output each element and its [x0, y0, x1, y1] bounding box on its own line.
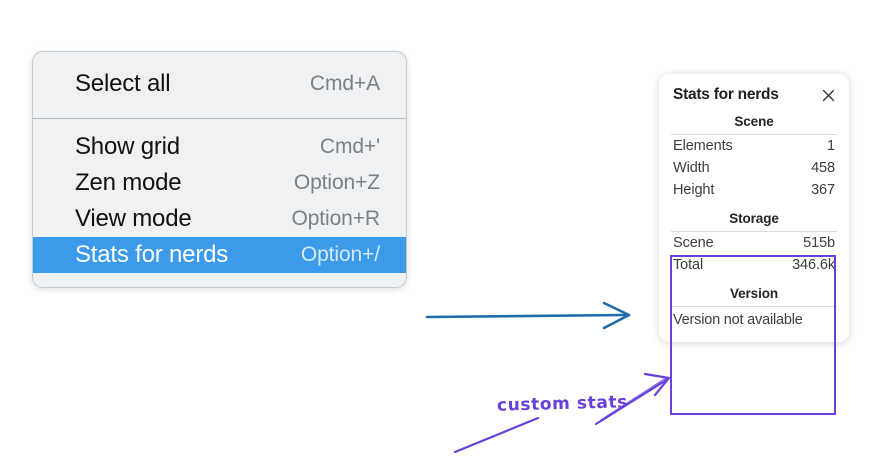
stats-for-nerds-panel: Stats for nerds Scene Elements 1 Width 4…: [659, 74, 849, 342]
divider: [671, 134, 837, 135]
menu-item-label: Zen mode: [75, 169, 182, 196]
menu-item-select-all[interactable]: Select all Cmd+A: [33, 66, 406, 102]
panel-header: Stats for nerds: [659, 84, 849, 104]
menu-item-shortcut: Option+Z: [293, 171, 380, 194]
stat-value: 367: [811, 182, 835, 198]
divider: [671, 231, 837, 232]
menu-item-view-mode[interactable]: View mode Option+R: [33, 201, 406, 237]
stat-value: 346.6k: [792, 257, 835, 273]
stat-value: 1: [827, 138, 835, 154]
stat-row: Scene 515b: [659, 232, 849, 254]
stat-row: Width 458: [659, 157, 849, 179]
blue-arrow: [425, 301, 631, 330]
stat-row: Height 367: [659, 179, 849, 201]
stat-key: Elements: [673, 138, 733, 154]
stat-key: Height: [673, 182, 715, 198]
menu-item-stats-for-nerds[interactable]: Stats for nerds Option+/: [33, 237, 406, 273]
stat-key: Width: [673, 160, 710, 176]
context-menu[interactable]: Select all Cmd+A Show grid Cmd+' Zen mod…: [32, 51, 407, 288]
section-heading: Scene: [734, 114, 774, 129]
version-value: Version not available: [673, 312, 803, 328]
purple-underline-stroke: [453, 416, 540, 454]
stat-row: Elements 1: [659, 135, 849, 157]
menu-item-label: View mode: [75, 205, 192, 232]
panel-title: Stats for nerds: [673, 86, 779, 103]
menu-group-2: Show grid Cmd+' Zen mode Option+Z View m…: [33, 119, 406, 287]
stat-key: Scene: [673, 235, 714, 251]
menu-item-shortcut: Cmd+A: [309, 72, 380, 95]
close-icon[interactable]: [820, 87, 837, 104]
menu-item-shortcut: Option+R: [291, 207, 380, 230]
stat-value: 515b: [803, 235, 835, 251]
section-heading: Version: [729, 286, 779, 301]
menu-separator: [33, 118, 406, 119]
stat-row: Total 346.6k: [659, 254, 849, 276]
menu-item-show-grid[interactable]: Show grid Cmd+': [33, 129, 406, 165]
section-version: Version Version not available: [659, 276, 849, 330]
annotation-label: custom stats: [496, 392, 629, 416]
stat-key: Total: [673, 257, 704, 273]
menu-item-shortcut: Cmd+': [319, 135, 380, 158]
stat-value: 458: [811, 160, 835, 176]
divider: [671, 306, 837, 307]
section-heading: Storage: [729, 211, 779, 226]
menu-item-shortcut: Option+/: [300, 243, 380, 266]
menu-item-zen-mode[interactable]: Zen mode Option+Z: [33, 165, 406, 201]
menu-group-1: Select all Cmd+A: [33, 52, 406, 118]
section-scene: Scene Elements 1 Width 458 Height 367: [659, 104, 849, 201]
menu-item-label: Show grid: [75, 133, 180, 160]
menu-item-label: Stats for nerds: [75, 241, 229, 268]
menu-item-label: Select all: [75, 70, 171, 97]
section-storage: Storage Scene 515b Total 346.6k: [659, 201, 849, 276]
